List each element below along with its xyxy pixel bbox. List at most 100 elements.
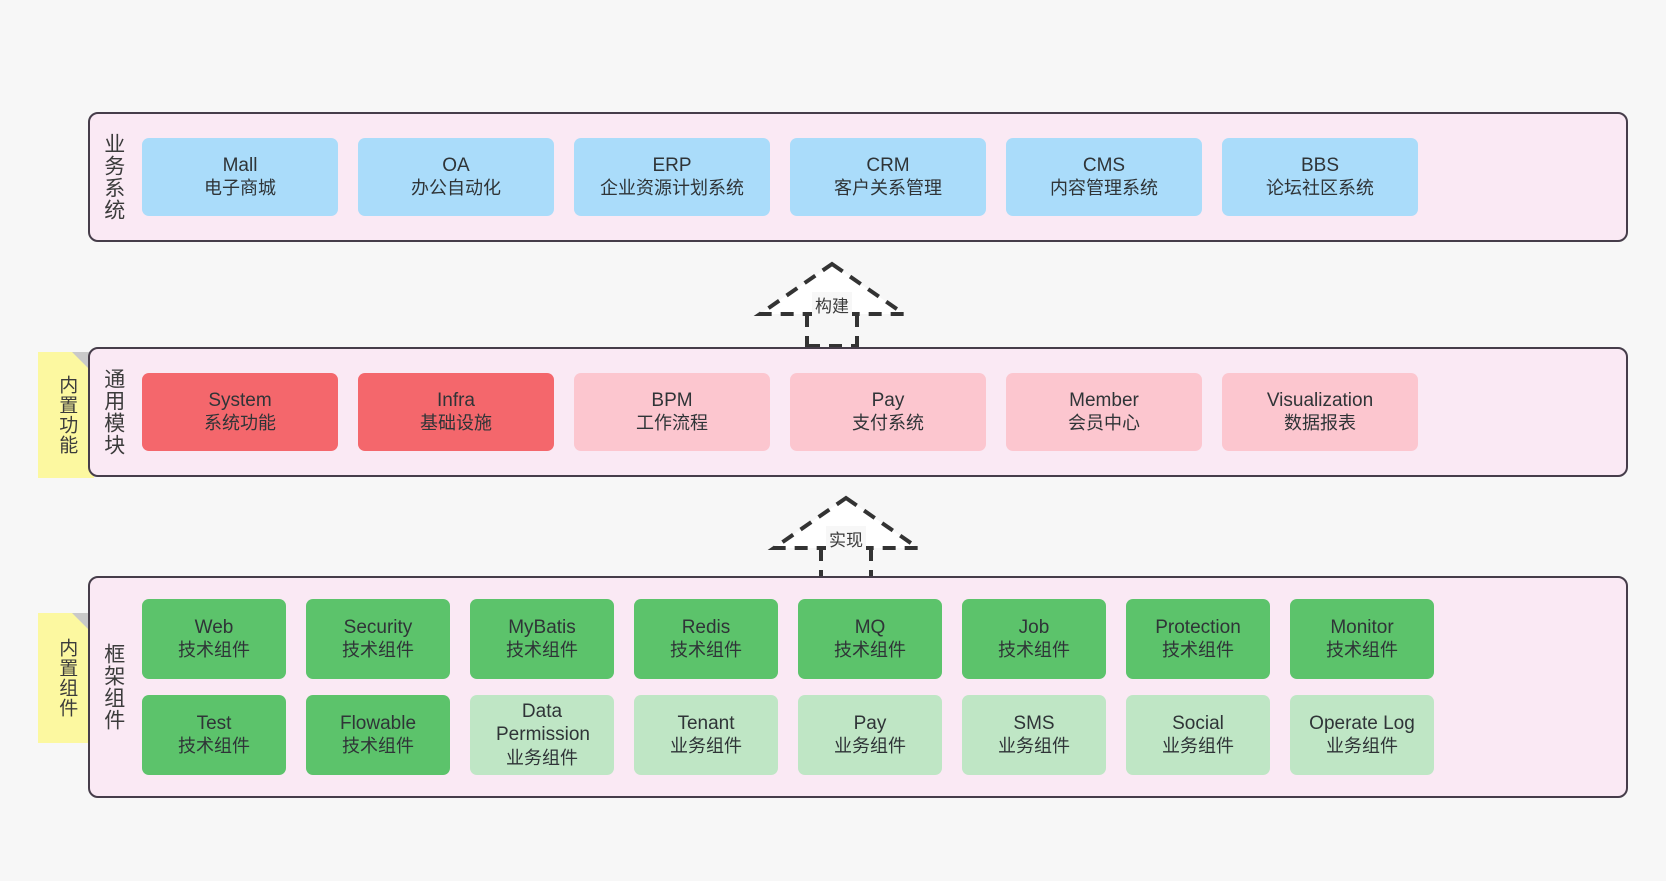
sticky-note-builtin-feature[interactable]: 内置功能: [38, 352, 94, 478]
component-name-cn: 业务组件: [1162, 736, 1234, 757]
module-name-cn: 论坛社区系统: [1266, 178, 1374, 199]
layer-title-common-module: 通用模块: [101, 368, 125, 456]
component-name-cn: 业务组件: [834, 736, 906, 757]
component-box-protection[interactable]: Protection 技术组件: [1126, 599, 1270, 679]
component-name-en: Test: [196, 712, 232, 734]
component-name-en: MQ: [854, 616, 886, 638]
component-box-mybatis[interactable]: MyBatis 技术组件: [470, 599, 614, 679]
component-box-web[interactable]: Web 技术组件: [142, 599, 286, 679]
connector-build: 构建: [752, 258, 912, 348]
layer-row: Web 技术组件 Security 技术组件 MyBatis 技术组件 Redi…: [142, 599, 1616, 679]
component-box-tenant[interactable]: Tenant 业务组件: [634, 695, 778, 775]
layer-business-system[interactable]: 业务系统 Mall 电子商城 OA 办公自动化 ERP 企业资源计划系统 CRM: [88, 112, 1628, 242]
sticky-note-label: 内置组件: [56, 638, 78, 718]
module-name-en: Mall: [222, 154, 258, 176]
module-name-cn: 数据报表: [1284, 413, 1356, 434]
module-box-pay[interactable]: Pay 支付系统: [790, 373, 986, 451]
layer-body-business-system: Mall 电子商城 OA 办公自动化 ERP 企业资源计划系统 CRM 客户关系…: [136, 114, 1626, 240]
component-name-cn: 技术组件: [1162, 640, 1234, 661]
component-box-monitor[interactable]: Monitor 技术组件: [1290, 599, 1434, 679]
component-box-data-permission[interactable]: Data Permission 业务组件: [470, 695, 614, 775]
layer-framework-component[interactable]: 框架组件 Web 技术组件 Security 技术组件 MyBatis 技术组件…: [88, 576, 1628, 798]
module-name-en: OA: [442, 154, 470, 176]
component-name-en: Redis: [681, 616, 731, 638]
module-name-cn: 系统功能: [204, 413, 276, 434]
sticky-note-builtin-component[interactable]: 内置组件: [38, 613, 94, 743]
component-box-security[interactable]: Security 技术组件: [306, 599, 450, 679]
component-box-operate-log[interactable]: Operate Log 业务组件: [1290, 695, 1434, 775]
component-name-cn: 技术组件: [178, 736, 250, 757]
sticky-note-label: 内置功能: [56, 375, 78, 455]
component-name-cn: 技术组件: [998, 640, 1070, 661]
component-name-cn: 业务组件: [670, 736, 742, 757]
module-name-cn: 基础设施: [420, 413, 492, 434]
module-name-cn: 内容管理系统: [1050, 178, 1158, 199]
module-name-cn: 办公自动化: [411, 178, 501, 199]
component-name-en: Flowable: [339, 712, 417, 734]
component-name-en: Web: [194, 616, 234, 638]
module-box-bpm[interactable]: BPM 工作流程: [574, 373, 770, 451]
component-name-en: Data Permission: [496, 700, 590, 746]
component-name-cn: 业务组件: [506, 748, 578, 769]
module-name-cn: 工作流程: [636, 413, 708, 434]
component-box-test[interactable]: Test 技术组件: [142, 695, 286, 775]
layer-title-business-system: 业务系统: [101, 133, 125, 221]
component-name-cn: 业务组件: [998, 736, 1070, 757]
module-box-oa[interactable]: OA 办公自动化: [358, 138, 554, 216]
connector-implement: 实现: [766, 492, 926, 582]
component-box-flowable[interactable]: Flowable 技术组件: [306, 695, 450, 775]
component-box-social[interactable]: Social 业务组件: [1126, 695, 1270, 775]
layer-common-module[interactable]: 通用模块 System 系统功能 Infra 基础设施 BPM 工作流程 Pay: [88, 347, 1628, 477]
component-name-en: Tenant: [677, 712, 735, 734]
module-name-cn: 电子商城: [204, 178, 276, 199]
module-box-crm[interactable]: CRM 客户关系管理: [790, 138, 986, 216]
component-name-en: Security: [343, 616, 413, 638]
component-name-en: Monitor: [1330, 616, 1394, 638]
layer-row: System 系统功能 Infra 基础设施 BPM 工作流程 Pay 支付系统…: [142, 373, 1616, 451]
module-name-en: System: [208, 389, 272, 411]
module-name-cn: 客户关系管理: [834, 178, 942, 199]
layer-row: Test 技术组件 Flowable 技术组件 Data Permission …: [142, 695, 1616, 775]
component-box-redis[interactable]: Redis 技术组件: [634, 599, 778, 679]
module-box-infra[interactable]: Infra 基础设施: [358, 373, 554, 451]
component-box-mq[interactable]: MQ 技术组件: [798, 599, 942, 679]
module-name-en: Member: [1069, 389, 1139, 411]
module-box-bbs[interactable]: BBS 论坛社区系统: [1222, 138, 1418, 216]
connector-label-build: 构建: [812, 292, 852, 317]
module-box-visualization[interactable]: Visualization 数据报表: [1222, 373, 1418, 451]
component-name-en: Pay: [853, 712, 887, 734]
module-name-cn: 企业资源计划系统: [600, 178, 744, 199]
layer-body-framework-component: Web 技术组件 Security 技术组件 MyBatis 技术组件 Redi…: [136, 578, 1626, 796]
connector-label-implement: 实现: [826, 526, 866, 551]
module-box-erp[interactable]: ERP 企业资源计划系统: [574, 138, 770, 216]
module-name-cn: 支付系统: [852, 413, 924, 434]
module-name-en: Pay: [871, 389, 905, 411]
component-name-en: SMS: [1013, 712, 1055, 734]
component-box-sms[interactable]: SMS 业务组件: [962, 695, 1106, 775]
module-name-en: CMS: [1082, 154, 1126, 176]
module-name-en: BPM: [651, 389, 693, 411]
component-name-en: Protection: [1155, 616, 1241, 638]
component-name-cn: 业务组件: [1326, 736, 1398, 757]
module-box-system[interactable]: System 系统功能: [142, 373, 338, 451]
component-name-en: MyBatis: [508, 616, 576, 638]
component-box-pay[interactable]: Pay 业务组件: [798, 695, 942, 775]
layer-title-framework-component: 框架组件: [101, 643, 125, 731]
component-name-cn: 技术组件: [834, 640, 906, 661]
module-box-mall[interactable]: Mall 电子商城: [142, 138, 338, 216]
module-box-member[interactable]: Member 会员中心: [1006, 373, 1202, 451]
layer-body-common-module: System 系统功能 Infra 基础设施 BPM 工作流程 Pay 支付系统…: [136, 349, 1626, 475]
component-name-cn: 技术组件: [342, 736, 414, 757]
module-name-en: Visualization: [1266, 389, 1374, 411]
module-name-en: ERP: [652, 154, 692, 176]
component-name-cn: 技术组件: [178, 640, 250, 661]
layer-row: Mall 电子商城 OA 办公自动化 ERP 企业资源计划系统 CRM 客户关系…: [142, 138, 1616, 216]
module-box-cms[interactable]: CMS 内容管理系统: [1006, 138, 1202, 216]
component-name-cn: 技术组件: [506, 640, 578, 661]
component-name-cn: 技术组件: [1326, 640, 1398, 661]
component-name-en: Social: [1172, 712, 1224, 734]
module-name-en: CRM: [866, 154, 910, 176]
component-box-job[interactable]: Job 技术组件: [962, 599, 1106, 679]
module-name-cn: 会员中心: [1068, 413, 1140, 434]
